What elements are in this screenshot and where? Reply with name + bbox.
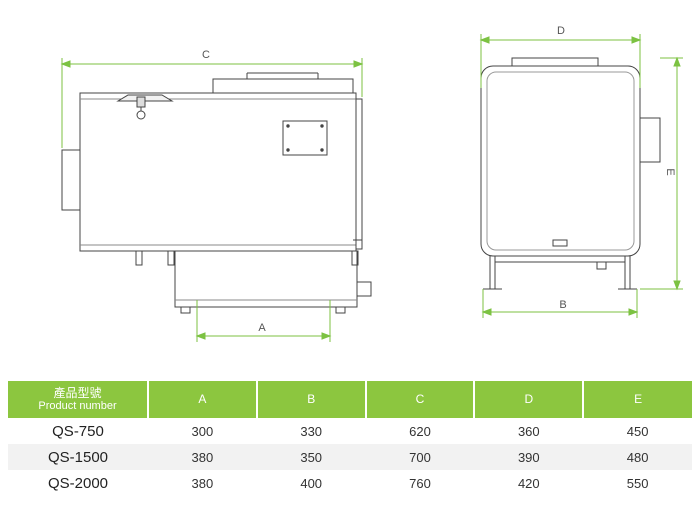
row-model: QS-2000 — [47, 474, 109, 492]
front-view-dimensions — [479, 34, 683, 318]
lower-tank — [174, 250, 358, 308]
front-shell — [480, 65, 641, 257]
cell-b: 330 — [300, 423, 323, 439]
main-cabinet — [79, 92, 357, 252]
side-view — [61, 72, 372, 314]
table-row: QS-1500 380 350 700 390 480 — [8, 444, 692, 470]
cell-c: 620 — [409, 423, 431, 439]
cell-e: 450 — [626, 423, 649, 439]
cell-c: 700 — [365, 444, 475, 470]
cell-a: 300 — [191, 423, 214, 439]
dimension-drawing: C A — [60, 25, 683, 342]
cell-a: 380 — [191, 475, 214, 491]
header-c: C — [365, 381, 476, 418]
side-view-dimensions — [60, 58, 364, 342]
cell-c: 760 — [409, 475, 431, 491]
header-model: 產品型號 Product number — [8, 381, 149, 418]
row-model: QS-1500 — [8, 444, 148, 470]
table-row: QS-2000 380 400 760 420 550 — [8, 470, 692, 496]
spec-table-header: 產品型號 Product number A B C D E — [8, 381, 692, 418]
label-e: E — [664, 168, 676, 175]
header-model-cn: 產品型號 — [53, 385, 102, 400]
header-d: D — [474, 381, 585, 418]
cell-e: 550 — [626, 475, 649, 491]
header-e: E — [583, 381, 692, 418]
cell-a: 380 — [148, 444, 257, 470]
header-model-en: Product number — [38, 399, 117, 412]
row-model: QS-750 — [52, 422, 104, 440]
front-side-duct — [639, 117, 661, 163]
label-a: A — [258, 322, 266, 334]
cell-b: 400 — [300, 475, 323, 491]
right-flange — [355, 98, 363, 250]
cell-d: 360 — [517, 423, 540, 439]
header-b: B — [256, 381, 367, 418]
spec-table: 產品型號 Product number A B C D E QS-750 300… — [8, 381, 692, 496]
cell-d: 390 — [474, 444, 584, 470]
cell-b: 350 — [256, 444, 366, 470]
label-b: B — [559, 299, 566, 311]
table-row: QS-750 300 330 620 360 450 — [8, 418, 692, 444]
header-a: A — [148, 381, 258, 418]
label-c: C — [202, 49, 210, 61]
front-top-plate — [511, 57, 599, 67]
control-panel — [282, 120, 328, 156]
cell-e: 480 — [583, 444, 692, 470]
cell-d: 420 — [517, 475, 540, 491]
label-d: D — [557, 25, 565, 37]
side-inlet-duct — [61, 149, 81, 211]
front-view — [480, 57, 661, 290]
top-plate — [212, 78, 354, 94]
